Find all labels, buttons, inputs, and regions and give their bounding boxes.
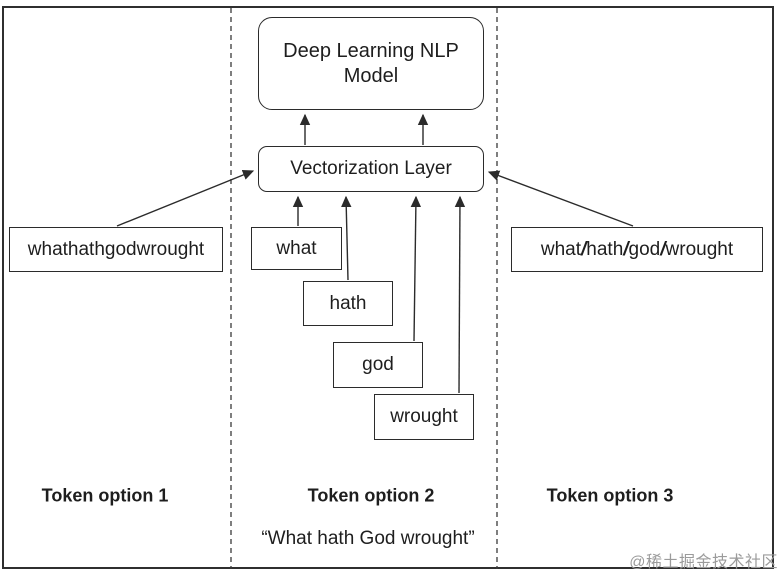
vectorization-layer-label: Vectorization Layer bbox=[290, 158, 452, 180]
arrow-god-to-vectorization bbox=[410, 195, 422, 342]
token-what-text: what bbox=[276, 237, 317, 259]
token-option1-text: whathathgodwrought bbox=[27, 238, 205, 260]
token-god-text: god bbox=[362, 354, 394, 376]
token-hath-box: hath bbox=[303, 281, 393, 326]
arrow-option3-to-vectorization bbox=[487, 170, 634, 227]
example-sentence-quote: “What hath God wrought” bbox=[261, 528, 475, 549]
arrow-option1-to-vectorization bbox=[116, 169, 255, 227]
vectorization-layer-box: Vectorization Layer bbox=[258, 146, 484, 192]
model-box-label: Deep Learning NLP Model bbox=[283, 39, 459, 87]
token-wrought-box: wrought bbox=[374, 394, 474, 440]
arrow-hath-to-vectorization bbox=[341, 195, 352, 281]
token-option1-box: whathathgodwrought bbox=[9, 227, 223, 272]
diagram-outer-border bbox=[2, 6, 774, 569]
token-hath-text: hath bbox=[329, 292, 367, 314]
token-option3-text: what/hath/god/wrought bbox=[540, 238, 734, 260]
arrow-wrought-to-vectorization bbox=[454, 195, 466, 394]
token-what-box: what bbox=[251, 227, 342, 270]
deep-learning-nlp-model-box: Deep Learning NLP Model bbox=[258, 17, 484, 110]
caption-token-option-1: Token option 1 bbox=[41, 485, 169, 506]
watermark-text: @稀土掘金技术社区 bbox=[629, 554, 778, 571]
token-god-box: god bbox=[333, 342, 423, 388]
caption-token-option-3: Token option 3 bbox=[546, 485, 674, 506]
caption-token-option-2: Token option 2 bbox=[307, 485, 435, 506]
token-wrought-text: wrought bbox=[390, 406, 458, 428]
token-option3-box: what/hath/god/wrought bbox=[511, 227, 763, 272]
